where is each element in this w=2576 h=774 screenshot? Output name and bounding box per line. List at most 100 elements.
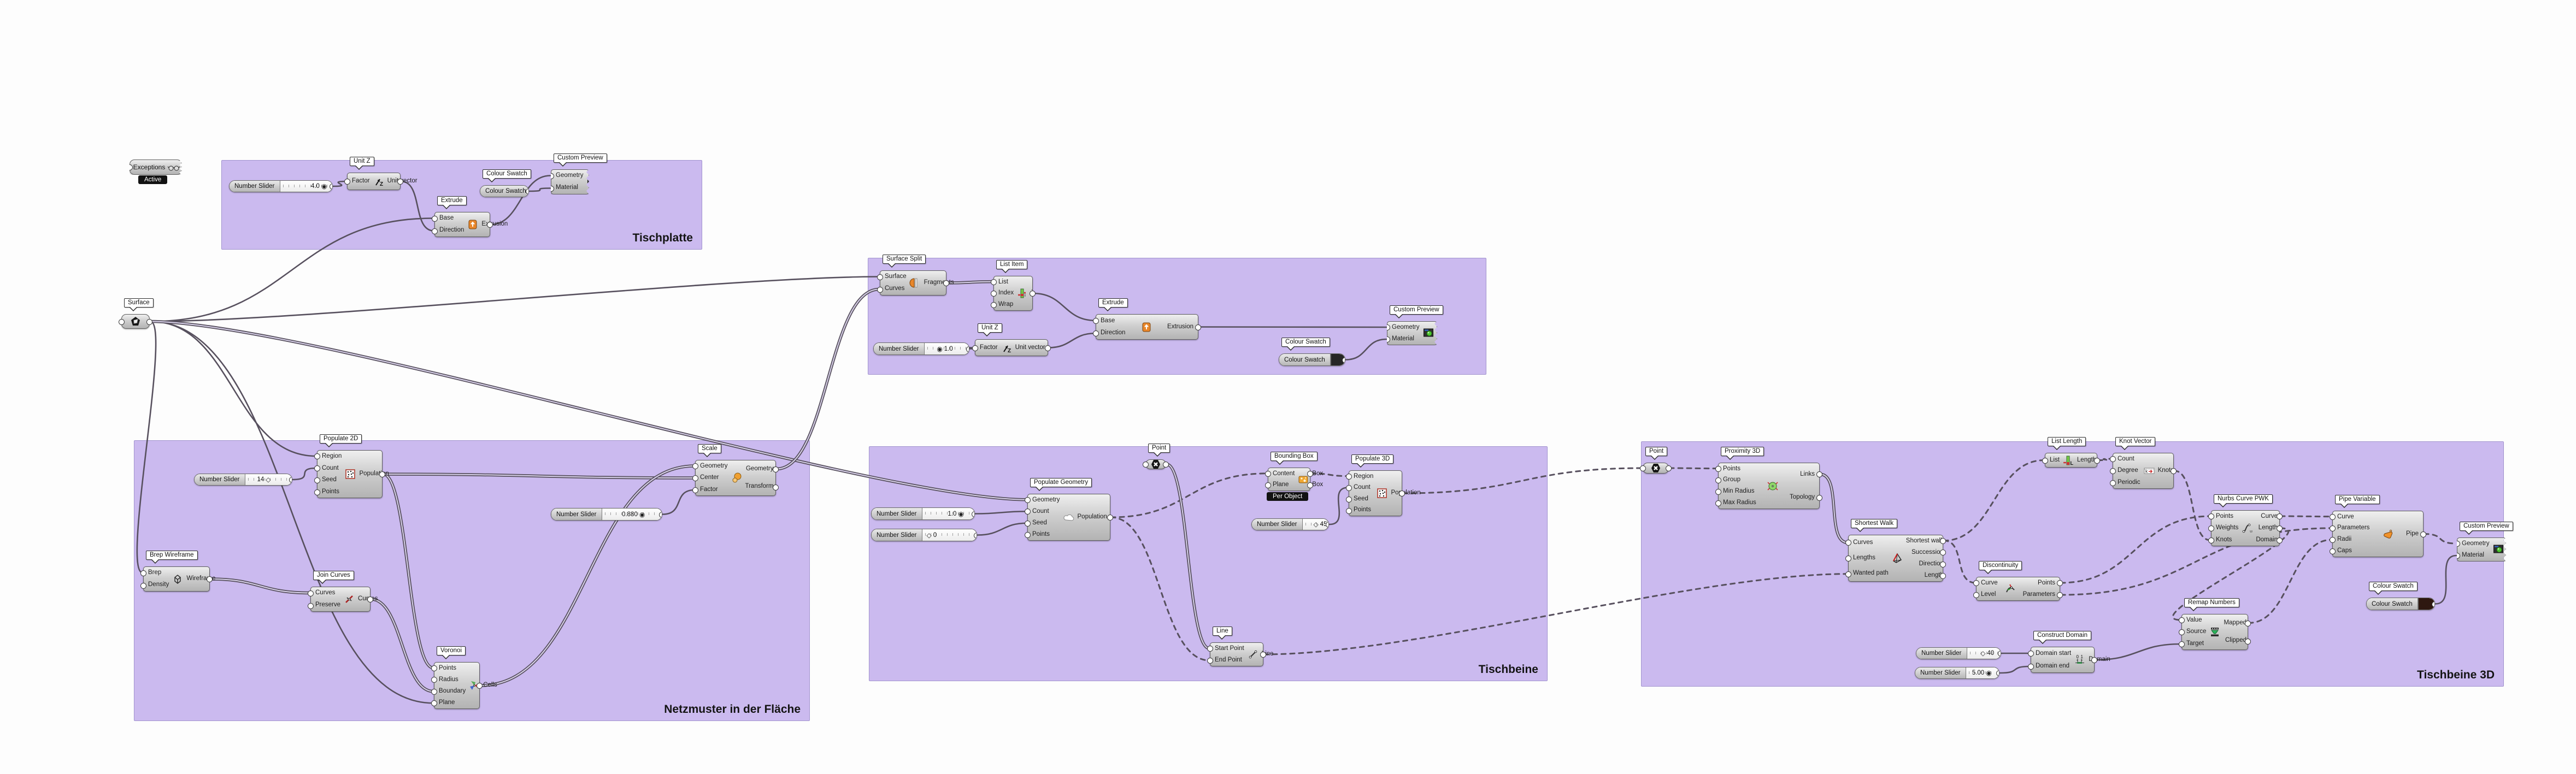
wire-double[interactable] xyxy=(776,288,880,470)
port-in-points[interactable] xyxy=(314,489,320,495)
port-in-factor[interactable] xyxy=(344,179,350,185)
port-out-direction[interactable] xyxy=(1940,561,1946,568)
port-out-length[interactable] xyxy=(2094,457,2100,464)
wire-solid[interactable] xyxy=(2094,643,2182,661)
port-out-unit-vector[interactable] xyxy=(397,179,403,185)
wire-dashed[interactable] xyxy=(2423,533,2457,545)
wire-solid[interactable] xyxy=(292,467,317,481)
point-param[interactable] xyxy=(1143,459,1169,469)
wire-dashed[interactable] xyxy=(2173,470,2212,541)
join-curves-component[interactable]: CurvesPreserveCurves xyxy=(308,587,378,612)
port-out-cells[interactable] xyxy=(477,683,483,689)
port-out-box[interactable] xyxy=(1307,482,1313,489)
slider-track[interactable]: ◇45 xyxy=(1302,519,1328,530)
wire-solid[interactable] xyxy=(149,276,880,322)
port-in-source[interactable] xyxy=(2179,629,2185,635)
wire-dashed[interactable] xyxy=(1310,472,1349,477)
wire-dashed[interactable] xyxy=(2060,527,2333,596)
port-out-line[interactable] xyxy=(1260,652,1266,658)
wire-double[interactable] xyxy=(480,465,695,686)
port-in-brep[interactable] xyxy=(140,570,146,576)
port-in-geometry[interactable] xyxy=(1025,497,1031,503)
slider-knob[interactable]: ◉ xyxy=(639,510,645,518)
port-in-base[interactable] xyxy=(432,215,438,222)
slider-knob[interactable]: ◇ xyxy=(266,476,271,483)
port-in-start-point[interactable] xyxy=(1207,646,1213,652)
port-out-population[interactable] xyxy=(1107,515,1113,521)
port-in-end-point[interactable] xyxy=(1207,658,1213,664)
port-out-value[interactable] xyxy=(1998,651,2001,657)
port-in-center[interactable] xyxy=(692,475,698,481)
wire-double[interactable] xyxy=(210,578,310,594)
port-in-curve[interactable] xyxy=(1973,580,1979,586)
port-in-content[interactable] xyxy=(1265,470,1271,477)
number-slider[interactable]: Number Slider◇40 xyxy=(1916,647,2001,659)
port-in-density[interactable] xyxy=(140,582,146,589)
port-out-domain[interactable] xyxy=(2091,657,2097,663)
port-in-weights[interactable] xyxy=(2208,525,2214,531)
port-out-value[interactable] xyxy=(974,532,977,539)
port-in-count[interactable] xyxy=(1025,509,1031,515)
port-in-domain-start[interactable] xyxy=(2028,651,2034,657)
port-in-periodic[interactable] xyxy=(2110,480,2116,486)
port-in-points[interactable] xyxy=(2208,513,2214,519)
port-out-length[interactable] xyxy=(2277,525,2283,531)
port-in-parameters[interactable] xyxy=(2330,525,2336,531)
slider-knob[interactable]: ◇ xyxy=(1313,521,1319,528)
surface-param[interactable] xyxy=(119,314,152,329)
port-in-points[interactable] xyxy=(1025,532,1031,539)
colour-swatch[interactable]: Colour Swatch xyxy=(2366,598,2435,610)
port-out-wireframe[interactable] xyxy=(207,576,213,582)
wire-double[interactable] xyxy=(383,474,695,478)
slider-track[interactable]: ◇40 xyxy=(1967,648,2001,659)
port-in-seed[interactable] xyxy=(1346,496,1352,503)
port-out-links[interactable] xyxy=(1816,471,1822,478)
port-in-factor[interactable] xyxy=(692,487,698,493)
wire-solid[interactable] xyxy=(1048,332,1096,348)
port-in-list[interactable] xyxy=(991,279,997,285)
port-in-direction[interactable] xyxy=(432,228,438,234)
port-in-preserve[interactable] xyxy=(308,602,314,609)
wire-solid[interactable] xyxy=(1328,487,1349,525)
swatch-colour-well[interactable] xyxy=(1330,354,1345,365)
wire-solid[interactable] xyxy=(528,187,551,192)
slider-knob[interactable]: ◉ xyxy=(1986,669,1992,677)
port-in-points[interactable] xyxy=(1346,507,1352,514)
port-in-count[interactable] xyxy=(2110,456,2116,462)
port-in-direction[interactable] xyxy=(1093,330,1099,337)
wire-double[interactable] xyxy=(383,474,434,669)
port-out-succession[interactable] xyxy=(1940,550,1946,556)
port-in[interactable] xyxy=(1640,465,1646,471)
port-in-count[interactable] xyxy=(1346,485,1352,491)
port-out-value[interactable] xyxy=(330,184,332,190)
port-in-seed[interactable] xyxy=(314,477,320,483)
port-in-curves[interactable] xyxy=(877,286,883,293)
port-in-points[interactable] xyxy=(431,665,437,671)
wire-dashed[interactable] xyxy=(2279,515,2333,518)
port-out-box[interactable] xyxy=(1307,470,1313,477)
port-in-points[interactable] xyxy=(1715,465,1721,472)
port-out-colour[interactable] xyxy=(1342,357,1345,363)
slider-knob[interactable]: ◉ xyxy=(937,345,943,353)
wire-dashed[interactable] xyxy=(2172,527,2290,621)
port-out-curve[interactable] xyxy=(2277,513,2283,519)
port-out-value[interactable] xyxy=(1326,522,1328,528)
slider-track[interactable]: 0.880◉ xyxy=(602,509,662,520)
port-in-surface[interactable] xyxy=(877,274,883,280)
port-in-geometry[interactable] xyxy=(692,463,698,469)
wire-double[interactable] xyxy=(1820,474,1848,543)
port-in-curves[interactable] xyxy=(308,590,314,596)
